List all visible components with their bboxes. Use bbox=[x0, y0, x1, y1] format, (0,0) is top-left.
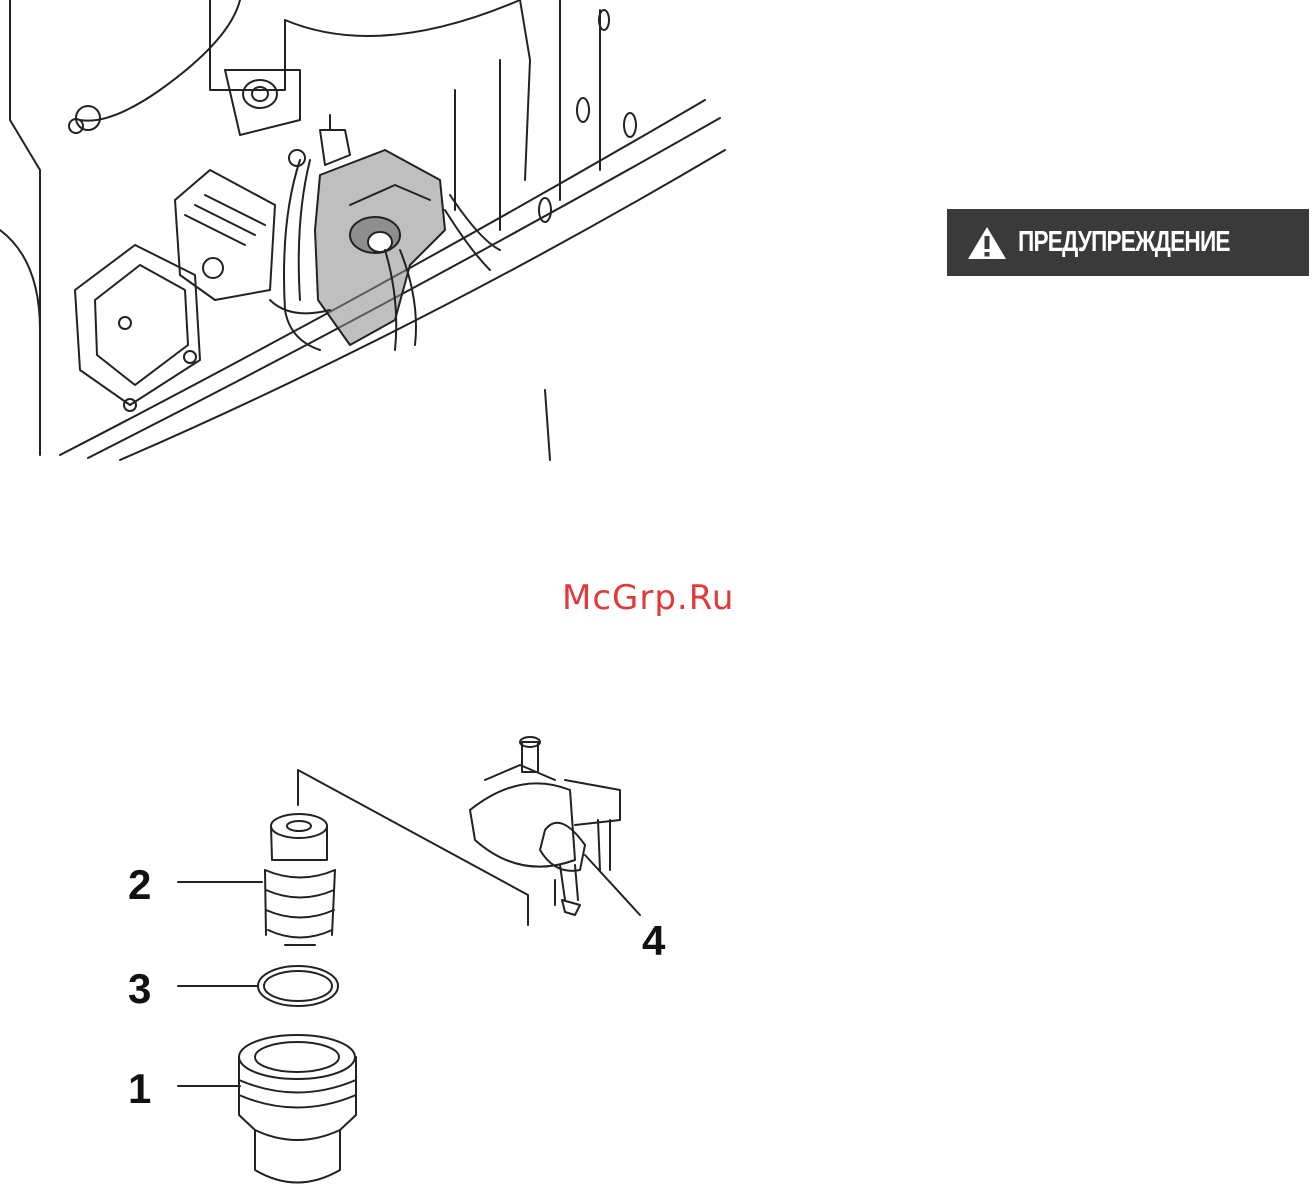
warning-triangle-icon bbox=[966, 225, 1008, 261]
part-2-thermostat bbox=[265, 814, 335, 945]
part-1-cover bbox=[239, 1035, 356, 1183]
callout-3: 3 bbox=[128, 968, 151, 1010]
warning-label: ПРЕДУПРЕЖДЕНИЕ bbox=[1018, 226, 1230, 259]
warning-badge: ПРЕДУПРЕЖДЕНИЕ bbox=[947, 209, 1309, 276]
callout-2: 2 bbox=[128, 864, 151, 906]
thermostat-exploded-illustration bbox=[0, 0, 730, 1197]
callout-1: 1 bbox=[128, 1068, 151, 1110]
callout-4: 4 bbox=[642, 920, 665, 962]
part-4-housing bbox=[470, 737, 620, 915]
